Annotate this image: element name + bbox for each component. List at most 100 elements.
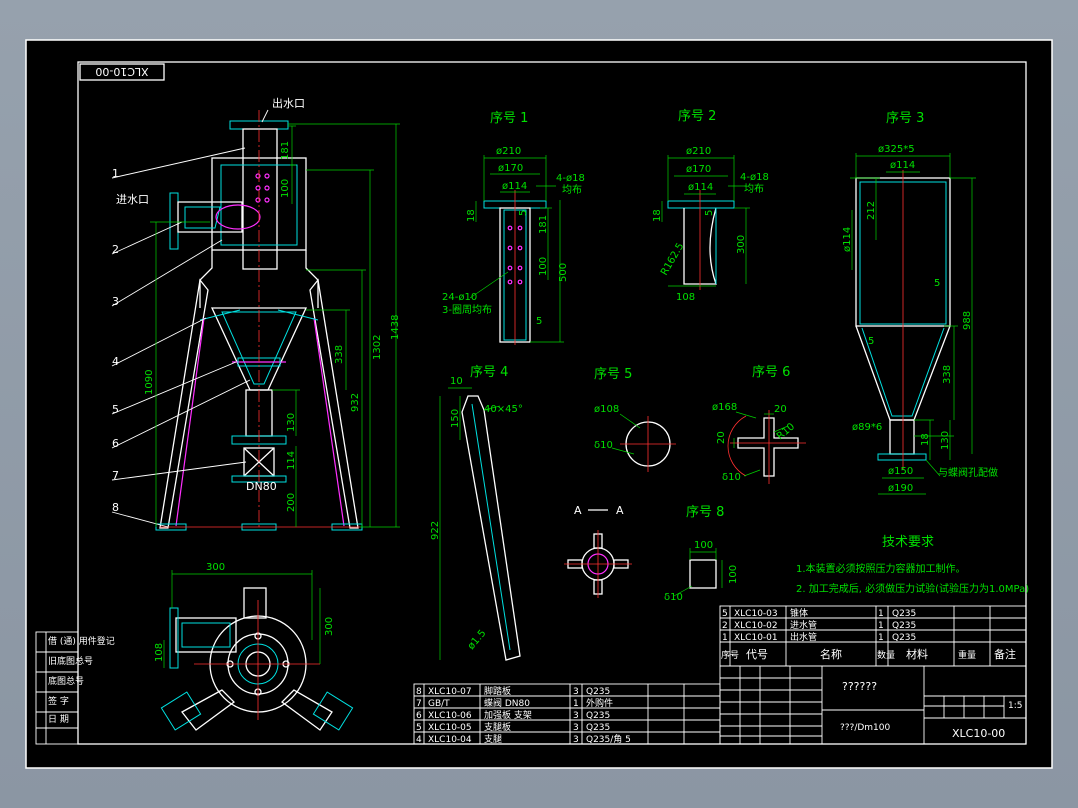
d3-phi190: ø190 (888, 483, 913, 494)
rotated-number-box: XLC10-00 (79, 63, 165, 81)
d2-phi170: ø170 (686, 164, 711, 175)
bom-left-row: 7 GB/T 蝶阀 DN80 1 外购件 (416, 697, 613, 709)
d2-d5: 5 (704, 210, 715, 216)
svg-text:Q235: Q235 (586, 687, 610, 697)
svg-text:8: 8 (416, 687, 422, 697)
d2-d300: 300 (736, 235, 747, 254)
main-elevation-view: 1 2 3 4 5 6 7 8 出水口 进水口 DN80 181 10 (111, 96, 401, 531)
dim-1438: 1438 (390, 315, 401, 340)
svg-text:Q235: Q235 (892, 633, 916, 643)
part-label-3: 3 (112, 295, 119, 308)
d3-phi114: ø114 (842, 227, 853, 252)
plan-view: 300 300 108 (154, 562, 354, 731)
bom-right-row: 5 XLC10-03 锥体 1 Q235 (722, 607, 916, 619)
svg-text:Q235: Q235 (892, 609, 916, 619)
svg-text:XLC10-04: XLC10-04 (428, 735, 472, 745)
detail-8: 序号 8 100 100 δ10 (664, 505, 739, 603)
d3-d5b: 5 (868, 336, 874, 347)
detail3-title: 序号 3 (886, 111, 924, 126)
side-cell-2: 旧底图总号 (48, 655, 93, 667)
bom-left-row: 6 XLC10-06 加强板 支架 3 Q235 (416, 709, 610, 721)
d1-d181: 181 (538, 215, 549, 234)
svg-text:XLC10-02: XLC10-02 (734, 621, 778, 631)
d2-d108: 108 (676, 292, 695, 303)
svg-text:数量: 数量 (877, 649, 895, 661)
svg-text:1: 1 (878, 621, 884, 631)
dim-1090: 1090 (144, 370, 155, 395)
d1-holes24: 24-ø10 (442, 292, 477, 303)
d2-even: 均布 (744, 183, 764, 195)
svg-text:Q235: Q235 (892, 621, 916, 631)
d3-d5a: 5 (934, 278, 940, 289)
detail-6: 序号 6 ø168 20 20 R10 δ10 (712, 365, 806, 484)
svg-text:代号: 代号 (746, 648, 768, 661)
svg-text:3: 3 (573, 687, 579, 697)
svg-text:材料: 材料 (906, 647, 928, 661)
svg-text:名称: 名称 (820, 647, 842, 661)
svg-text:Q235: Q235 (586, 723, 610, 733)
d5-d10: δ10 (594, 440, 613, 451)
svg-text:3: 3 (573, 723, 579, 733)
d2-phi210: ø210 (686, 146, 711, 157)
d3-phi89: ø89*6 (852, 422, 882, 433)
technical-requirements: 技术要求 1.本装置必须按照压力容器加工制作。 2. 加工完成后, 必须做压力试… (796, 535, 1029, 595)
svg-text:1: 1 (878, 609, 884, 619)
svg-text:支腿板: 支腿板 (484, 721, 511, 733)
tech-line-1: 1.本装置必须按照压力容器加工制作。 (796, 562, 966, 575)
svg-text:1: 1 (878, 633, 884, 643)
side-cell-5: 日 期 (48, 714, 69, 725)
title-company: ?????? (842, 680, 877, 693)
svg-text:2: 2 (722, 621, 728, 631)
svg-text:Q235: Q235 (586, 711, 610, 721)
part-label-1: 1 (112, 167, 119, 180)
d4-d10: 10 (450, 376, 463, 387)
dim-130: 130 (286, 413, 297, 432)
svg-text:XLC10-05: XLC10-05 (428, 723, 472, 733)
detail1-title: 序号 1 (490, 111, 528, 126)
svg-text:进水管: 进水管 (790, 619, 817, 631)
svg-text:出水管: 出水管 (790, 631, 817, 643)
d1-d5b: 5 (536, 316, 542, 327)
plan-dim-300-v: 300 (324, 617, 335, 636)
svg-text:加强板 支架: 加强板 支架 (484, 709, 532, 721)
d1-phi170: ø170 (498, 163, 523, 174)
svg-text:3: 3 (573, 735, 579, 745)
d8-d100a: 100 (694, 540, 713, 551)
dim-338: 338 (334, 345, 345, 364)
svg-text:XLC10-01: XLC10-01 (734, 633, 778, 643)
d8-d100b: 100 (728, 565, 739, 584)
svg-text:Q235/角 5: Q235/角 5 (586, 733, 631, 745)
d3-d988: 988 (962, 311, 973, 330)
d1-holes: 4-ø18 (556, 173, 585, 184)
tech-line-2: 2. 加工完成后, 必须做压力试验(试验压力为1.0MPa) (796, 582, 1029, 595)
svg-text:锥体: 锥体 (790, 607, 808, 619)
svg-text:1: 1 (573, 699, 579, 709)
dim-181: 181 (280, 141, 291, 160)
d3-d18: 18 (920, 433, 931, 446)
detail-5: 序号 5 ø108 δ10 (594, 367, 676, 472)
bom-left-row: 8 XLC10-07 脚踏板 3 Q235 (416, 685, 610, 697)
d3-phi325: ø325*5 (878, 144, 915, 155)
d6-d10: δ10 (722, 472, 741, 483)
detail8-title: 序号 8 (686, 505, 724, 520)
svg-text:6: 6 (416, 711, 422, 721)
svg-text:XLC10-03: XLC10-03 (734, 609, 778, 619)
bom-right-header: 序号 代号 名称 数量 材料 重量 备注 (721, 647, 1016, 661)
svg-text:外购件: 外购件 (586, 697, 613, 709)
dim-1302: 1302 (372, 335, 383, 360)
valve-label: DN80 (246, 480, 277, 493)
d4-d150: 150 (450, 409, 461, 428)
d6-d20a: 20 (774, 404, 787, 415)
bom-left-row: 5 XLC10-05 支腿板 3 Q235 (416, 721, 610, 733)
side-cell-3: 底图总号 (48, 675, 84, 687)
plan-dim-300-h: 300 (206, 562, 225, 573)
detail2-title: 序号 2 (678, 109, 716, 124)
dim-114: 114 (286, 451, 297, 470)
part-label-5: 5 (112, 403, 119, 416)
d1-phi210: ø210 (496, 146, 521, 157)
svg-text:4: 4 (416, 735, 422, 745)
rotated-drawing-number: XLC10-00 (95, 65, 148, 78)
bom-left: 8 XLC10-07 脚踏板 3 Q235 7 GB/T 蝶阀 DN80 1 外… (413, 683, 721, 745)
